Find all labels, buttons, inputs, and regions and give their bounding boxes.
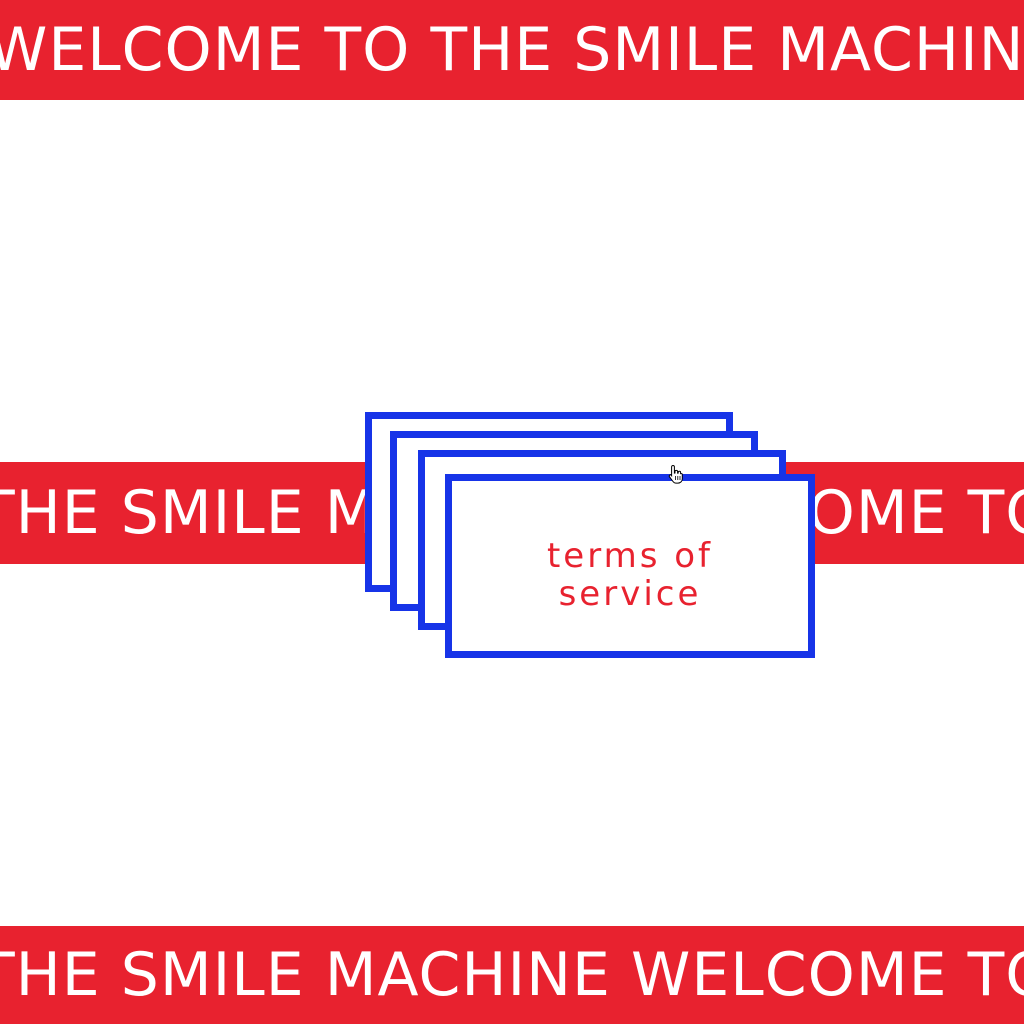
- hand-pointer-icon: [668, 464, 683, 484]
- banner-top: WELCOME TO THE SMILE MACHINE WELCOME TO …: [0, 0, 1024, 100]
- banner-bottom: THE SMILE MACHINE WELCOME TO THE SMILE M…: [0, 926, 1024, 1024]
- terms-label-line-1: terms of: [546, 536, 714, 576]
- banner-bottom-text: THE SMILE MACHINE WELCOME TO THE SMILE M…: [0, 940, 1024, 1010]
- terms-label-line-2: service: [558, 574, 702, 614]
- terms-of-service-label: terms of service: [452, 537, 808, 613]
- terms-of-service-button[interactable]: terms of service: [445, 474, 815, 658]
- banner-top-text: WELCOME TO THE SMILE MACHINE WELCOME TO …: [0, 15, 1024, 85]
